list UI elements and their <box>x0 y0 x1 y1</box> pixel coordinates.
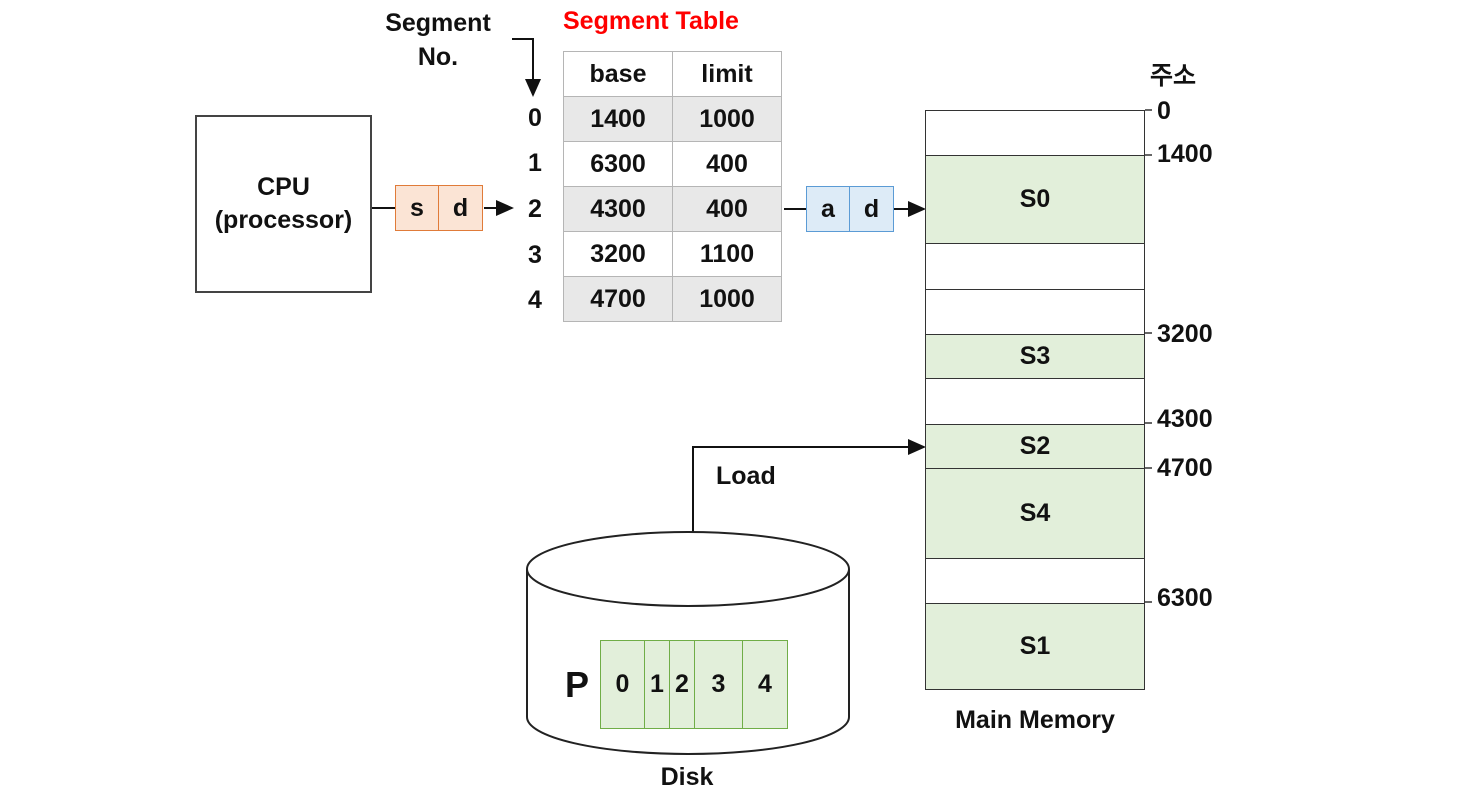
process-segment-cell: 3 <box>695 640 743 729</box>
memory-segment-s1: S1 <box>926 603 1144 689</box>
segment-base-cell: 1400 <box>563 96 673 142</box>
segment-index: 3 <box>528 241 542 269</box>
main-memory-label: Main Memory <box>955 706 1115 734</box>
memory-address: 6300 <box>1157 584 1213 612</box>
segment-table-row: 4700 1000 <box>563 276 782 322</box>
memory-divider <box>926 243 1144 244</box>
memory-divider <box>926 155 1144 156</box>
segment-base-cell: 6300 <box>563 141 673 187</box>
segment-number-field: s <box>395 185 439 231</box>
memory-divider <box>926 558 1144 559</box>
segment-table-header-limit: limit <box>672 51 782 97</box>
segment-table-row: 3200 1100 <box>563 231 782 277</box>
cpu-label: CPU <box>257 173 310 201</box>
offset-field: d <box>439 185 483 231</box>
segment-limit-cell: 1000 <box>672 276 782 322</box>
memory-divider <box>926 289 1144 290</box>
segment-table-title: Segment Table <box>563 7 739 35</box>
segment-table-row: 6300 400 <box>563 141 782 187</box>
memory-address: 1400 <box>1157 140 1213 168</box>
segment-no-label-line1: Segment <box>385 9 491 37</box>
memory-segment-s3: S3 <box>926 334 1144 378</box>
memory-divider <box>926 603 1144 604</box>
memory-divider <box>926 468 1144 469</box>
disk-label: Disk <box>660 763 714 791</box>
segment-index: 2 <box>528 195 542 223</box>
memory-address: 3200 <box>1157 320 1213 348</box>
segment-no-label: Segment No. <box>376 6 500 74</box>
segment-base-cell: 4300 <box>563 186 673 232</box>
segment-index: 1 <box>528 149 542 177</box>
cpu-sublabel: (processor) <box>214 206 353 234</box>
memory-divider <box>926 424 1144 425</box>
process-segment-cell: 4 <box>743 640 788 729</box>
segment-limit-cell: 400 <box>672 141 782 187</box>
memory-address: 4300 <box>1157 405 1213 433</box>
segment-table-row: 4300 400 <box>563 186 782 232</box>
segment-table-row: 1400 1000 <box>563 96 782 142</box>
memory-segment-s0: S0 <box>926 155 1144 243</box>
offset-field: d <box>850 186 894 232</box>
segment-index: 0 <box>528 104 542 132</box>
memory-divider <box>926 334 1144 335</box>
address-field: a <box>806 186 850 232</box>
load-label: Load <box>716 462 776 490</box>
segment-no-label-line2: No. <box>417 43 459 71</box>
process-segment-cell: 1 <box>645 640 670 729</box>
cpu-box: CPU (processor) <box>195 115 372 293</box>
process-segment-cell: 2 <box>670 640 695 729</box>
logical-address-box: s d <box>395 185 483 231</box>
segment-base-cell: 4700 <box>563 276 673 322</box>
segment-table: base limit 1400 1000 6300 400 4300 400 3… <box>563 51 782 322</box>
memory-address: 0 <box>1157 97 1171 125</box>
memory-segment-s4: S4 <box>926 468 1144 558</box>
segment-limit-cell: 400 <box>672 186 782 232</box>
process-label: P <box>565 664 590 705</box>
memory-segment-s2: S2 <box>926 424 1144 468</box>
segment-base-cell: 3200 <box>563 231 673 277</box>
process-segments: 0 1 2 3 4 <box>600 640 788 729</box>
physical-address-box: a d <box>806 186 894 232</box>
address-header: 주소 <box>1150 62 1197 90</box>
segment-no-arrow <box>512 38 541 97</box>
process-segment-cell: 0 <box>600 640 645 729</box>
main-memory: S0 S3 S2 S4 S1 <box>925 110 1145 690</box>
segment-table-header-base: base <box>563 51 673 97</box>
segment-limit-cell: 1100 <box>672 231 782 277</box>
memory-divider <box>926 378 1144 379</box>
address-ticks <box>1145 109 1152 603</box>
memory-address: 4700 <box>1157 454 1213 482</box>
segment-index: 4 <box>528 286 542 314</box>
segment-limit-cell: 1000 <box>672 96 782 142</box>
